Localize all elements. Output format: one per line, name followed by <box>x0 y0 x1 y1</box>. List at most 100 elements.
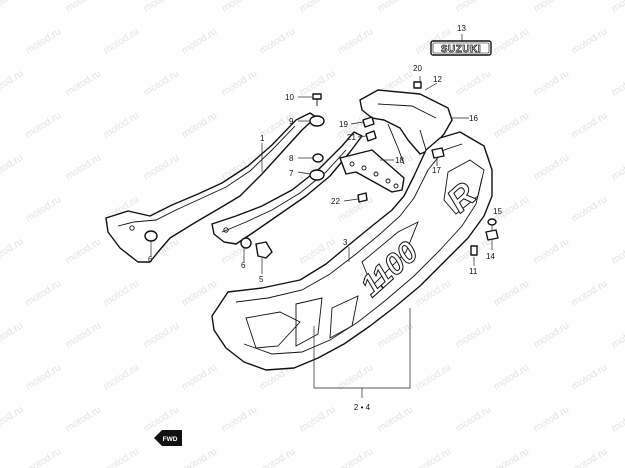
watermark-text: motod.ru <box>220 0 259 15</box>
watermark-text: motod.ru <box>454 320 493 350</box>
bolt-20 <box>413 81 422 89</box>
watermark-text: motod.ru <box>102 26 141 56</box>
label-20: 20 <box>413 64 422 73</box>
bolt-22 <box>357 192 368 203</box>
watermark-text: motod.ru <box>610 236 625 266</box>
watermark-text: motod.ru <box>570 194 609 224</box>
watermark-text: motod.ru <box>376 0 415 15</box>
label-17: 17 <box>432 166 441 175</box>
label-22: 22 <box>331 197 340 206</box>
bolt-21 <box>365 130 377 142</box>
watermark-text: motod.ru <box>24 446 63 468</box>
watermark-text: motod.ru <box>258 446 297 468</box>
cushion-7 <box>309 169 325 181</box>
watermark-text: motod.ru <box>64 68 103 98</box>
watermark-text: motod.ru <box>336 26 375 56</box>
watermark-text: motod.ru <box>64 152 103 182</box>
watermark-text: motod.ru <box>570 362 609 392</box>
watermark-text: motod.ru <box>376 320 415 350</box>
watermark-text: motod.ru <box>610 152 625 182</box>
label-2-4: 2 • 4 <box>354 403 371 412</box>
watermark-text: motod.ru <box>532 236 571 266</box>
watermark-text: motod.ru <box>492 362 531 392</box>
watermark-text: motod.ru <box>610 404 625 434</box>
part-numbers: 1 3 5 6 6 7 8 9 10 11 12 13 14 15 16 17 … <box>148 24 502 412</box>
label-6a: 6 <box>148 255 153 264</box>
watermark-text: motod.ru <box>532 152 571 182</box>
bolt-19 <box>362 116 375 128</box>
watermark-text: motod.ru <box>414 362 453 392</box>
watermark-text: motod.ru <box>570 446 609 468</box>
watermark-text: motod.ru <box>0 0 25 15</box>
watermark-text: motod.ru <box>610 320 625 350</box>
label-15: 15 <box>493 207 502 216</box>
watermark-text: motod.ru <box>142 320 181 350</box>
watermark-text: motod.ru <box>610 0 625 15</box>
watermark-text: motod.ru <box>336 194 375 224</box>
rear-bracket <box>339 149 405 193</box>
watermark-text: motod.ru <box>180 446 219 468</box>
watermark-text: motod.ru <box>336 446 375 468</box>
screw-11 <box>470 245 478 256</box>
label-5: 5 <box>259 275 264 284</box>
tail-cowl: 1100 R <box>211 131 493 371</box>
grommet-6a <box>144 230 158 242</box>
watermark-text: motod.ru <box>0 236 25 266</box>
watermark-text: motod.ru <box>142 0 181 15</box>
watermark-text: motod.ru <box>0 404 25 434</box>
watermark-text: motod.ru <box>102 362 141 392</box>
watermark-text: motod.ru <box>0 68 25 98</box>
watermark-text: motod.ru <box>102 110 141 140</box>
label-13: 13 <box>457 24 466 33</box>
watermark-text: motod.ru <box>142 68 181 98</box>
collar-8 <box>312 153 324 163</box>
watermark-text: motod.ru <box>454 404 493 434</box>
watermark-text: motod.ru <box>220 68 259 98</box>
watermark-text: motod.ru <box>532 320 571 350</box>
bolt-17 <box>431 147 445 159</box>
watermark-text: motod.ru <box>492 446 531 468</box>
label-10: 10 <box>285 93 294 102</box>
washer-15 <box>487 218 497 226</box>
bolt-10 <box>312 93 322 100</box>
hardware-parts <box>144 81 499 259</box>
watermark-text: motod.ru <box>492 110 531 140</box>
watermark-text: motod.ru <box>180 110 219 140</box>
label-6b: 6 <box>241 261 246 270</box>
watermark-text: motod.ru <box>570 26 609 56</box>
label-19: 19 <box>339 120 348 129</box>
watermark-text: motod.ru <box>454 0 493 15</box>
watermark-text: motod.ru <box>298 404 337 434</box>
watermark-text: motod.ru <box>64 236 103 266</box>
watermark-text: motod.ru <box>532 0 571 15</box>
watermark-text: motod.ru <box>298 0 337 15</box>
nut-14 <box>485 229 499 241</box>
watermark-text: motod.ru <box>258 26 297 56</box>
label-1: 1 <box>260 134 265 143</box>
watermark-text: motod.ru <box>24 278 63 308</box>
watermark-text: motod.ru <box>64 320 103 350</box>
seat-rail-frame <box>105 112 363 263</box>
watermark-text: motod.ru <box>180 26 219 56</box>
watermark-text: motod.ru <box>0 320 25 350</box>
watermark-text: motod.ru <box>376 404 415 434</box>
watermark-text: motod.ru <box>24 110 63 140</box>
label-18: 18 <box>395 156 404 165</box>
cushion-5 <box>255 241 273 259</box>
watermark-text: motod.ru <box>532 404 571 434</box>
label-9: 9 <box>289 117 294 126</box>
label-7: 7 <box>289 169 294 178</box>
watermark-text: motod.ru <box>102 278 141 308</box>
watermark-text: motod.ru <box>492 278 531 308</box>
grommet-6b <box>240 237 252 249</box>
watermark-text: motod.ru <box>24 194 63 224</box>
watermark-text: motod.ru <box>64 0 103 15</box>
label-8: 8 <box>289 154 294 163</box>
watermark-text: motod.ru <box>180 278 219 308</box>
label-16: 16 <box>469 114 478 123</box>
watermark-text: motod.ru <box>102 446 141 468</box>
watermark-text: motod.ru <box>24 362 63 392</box>
